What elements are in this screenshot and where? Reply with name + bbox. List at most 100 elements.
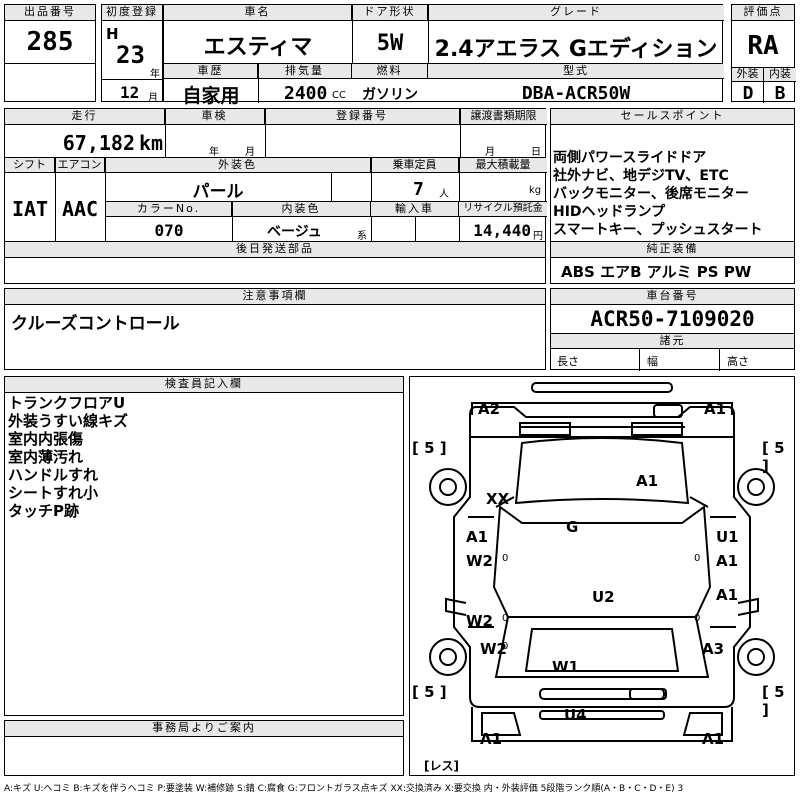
mileage-value: 67,182 — [62, 131, 135, 155]
damage-code: A3 — [702, 640, 725, 658]
tire-mark-rr: [ 5 ] — [762, 439, 785, 475]
history-label: 車歴 — [164, 64, 258, 79]
office-box: 事務局よりご案内 — [4, 720, 404, 776]
rear-window-right — [631, 422, 683, 436]
front-bumper-shape — [539, 710, 665, 720]
sales-line: スマートキー、プッシュスタート — [553, 222, 763, 238]
sales-lines: 両側パワースライドドア 社外ナビ、地デジTV、ETC バックモニター、後席モニタ… — [553, 149, 762, 239]
color-label: 外装色 — [105, 158, 371, 173]
inspector-line: 室内薄汚れ — [8, 448, 84, 466]
inspector-line: 外装うすい線キズ — [8, 412, 129, 430]
damage-code: U1 — [716, 528, 739, 546]
body-side — [453, 437, 751, 708]
tire-mark-fr: [ 5 ] — [762, 683, 785, 719]
damage-code: W2 — [466, 552, 493, 570]
inspector-line: タッチP跡 — [8, 502, 79, 520]
inspector-label: 検査員記入欄 — [5, 377, 403, 393]
capacity-unit: 人 — [439, 189, 449, 200]
dims-label: 諸元 — [551, 334, 794, 349]
reg-month: 12 — [120, 83, 140, 102]
damage-code: A1 — [716, 586, 739, 604]
inspector-line: ハンドルすれ — [8, 466, 99, 484]
sales-points-box: セールスポイント 両側パワースライドドア 社外ナビ、地デジTV、ETC バックモ… — [550, 108, 795, 284]
width-label: 幅 — [647, 355, 658, 368]
sales-line: バックモニター、後席モニター — [553, 186, 749, 202]
ac-value: AAC — [61, 197, 99, 221]
roof-panel — [514, 437, 690, 505]
load-label: 最大積載量 — [459, 158, 547, 173]
vehicle-info-box: 車名 ドア形状 グレード エスティマ 5W 2.4アエラス Gエディション 車歴… — [163, 4, 724, 107]
inspector-lines: トランクフロアU 外装うすい線キズ 室内内張傷 室内薄汚れ ハンドルすれ シート… — [8, 394, 128, 520]
mileage-label: 走行 — [5, 109, 165, 125]
inspector-line: トランクフロアU — [8, 394, 126, 412]
displacement-label: 排気量 — [258, 64, 352, 79]
recycle-unit: 円 — [533, 231, 543, 242]
rear-outline — [471, 402, 733, 415]
wheel-front-right — [737, 638, 775, 676]
first-reg-label: 初度登録 — [102, 5, 162, 21]
later-parts-label: 後日発送部品 — [5, 242, 545, 258]
int-color-label: 内装色 — [232, 202, 371, 217]
damage-code: U4 — [564, 706, 587, 724]
sales-line: 社外ナビ、地デジTV、ETC — [553, 168, 729, 184]
legend-text: A:キズ U:ヘコミ B:キズを伴うヘコミ P:要塗装 W:補修跡 S:錆 C:… — [4, 784, 684, 794]
chassis-label: 車台番号 — [551, 289, 794, 305]
colorno-value: 070 — [154, 221, 184, 240]
first-registration-box: 初度登録 H 23 年 12 月 — [101, 4, 163, 104]
displacement-value: 2400 — [284, 83, 328, 104]
fuel-label: 燃料 — [352, 64, 428, 79]
transfer-day-unit: 日 — [531, 147, 541, 158]
grade-value: 2.4アエラス Gエディション — [434, 37, 718, 62]
model-value: DBA-ACR50W — [521, 83, 631, 104]
reg-year: 23 — [116, 41, 145, 69]
rear-bumper-shape — [531, 382, 673, 393]
mirror-right — [737, 597, 759, 616]
office-label: 事務局よりご案内 — [5, 721, 403, 737]
rear-window-left — [519, 422, 571, 436]
bottom-note: [レス] — [424, 759, 459, 773]
capacity-value: 7 — [413, 179, 424, 200]
car-name-label: 車名 — [164, 5, 352, 21]
inspection-label: 車検 — [165, 109, 265, 125]
door-label: ドア形状 — [352, 5, 428, 21]
sales-label: セールスポイント — [551, 109, 794, 125]
insp-month-unit: 月 — [245, 147, 255, 158]
zero-mark: 0 — [502, 613, 509, 624]
wheel-front-left — [429, 638, 467, 676]
history-value: 自家用 — [182, 85, 240, 107]
wheel-rear-right — [737, 468, 775, 506]
score-box: 評価点 RA 外装 内装 D B — [731, 4, 796, 104]
exterior-label: 外装 — [732, 68, 764, 82]
rear-end — [469, 406, 735, 438]
zero-mark: 0 — [694, 553, 701, 564]
center-panel — [492, 505, 712, 618]
exterior-grade: D — [742, 83, 754, 104]
lot-number: 285 — [26, 27, 74, 57]
caution-box: 注意事項欄 クルーズコントロール — [4, 288, 546, 370]
inspector-line: シートすれ小 — [8, 484, 99, 502]
ac-label: エアコン — [55, 158, 105, 173]
height-label: 高さ — [727, 355, 749, 368]
inspector-line: 室内内張傷 — [8, 430, 84, 448]
load-unit: kg — [529, 185, 542, 196]
interior-label: 内装 — [764, 68, 796, 82]
tire-mark-fl: [ 5 ] — [412, 683, 447, 701]
month-unit: 月 — [148, 93, 158, 104]
int-color-unit: 系 — [357, 231, 367, 242]
recycle-label: リサイクル預託金 — [459, 202, 547, 217]
front-end — [471, 707, 733, 742]
chassis-number: ACR50-7109020 — [590, 307, 755, 331]
grade-label: グレード — [428, 5, 724, 21]
tire-mark-rl: [ 5 ] — [412, 439, 447, 457]
shift-value: IAT — [11, 197, 49, 221]
damage-code: W2 — [466, 612, 493, 630]
mileage-unit: km — [139, 131, 164, 155]
fuel-value: ガソリン — [362, 87, 418, 103]
interior-grade: B — [774, 83, 786, 104]
inspector-box: 検査員記入欄 トランクフロアU 外装うすい線キズ 室内内張傷 室内薄汚れ ハンド… — [4, 376, 404, 716]
displacement-unit: CC — [332, 90, 346, 101]
lot-box: 出品番号 285 — [4, 4, 96, 102]
length-label: 長さ — [557, 355, 579, 368]
zero-mark: 0 — [502, 553, 509, 564]
car-diagram-box: [ 5 ] [ 5 ] [ 5 ] [ 5 ] A2 A1 XX A1 G A1… — [409, 376, 795, 776]
